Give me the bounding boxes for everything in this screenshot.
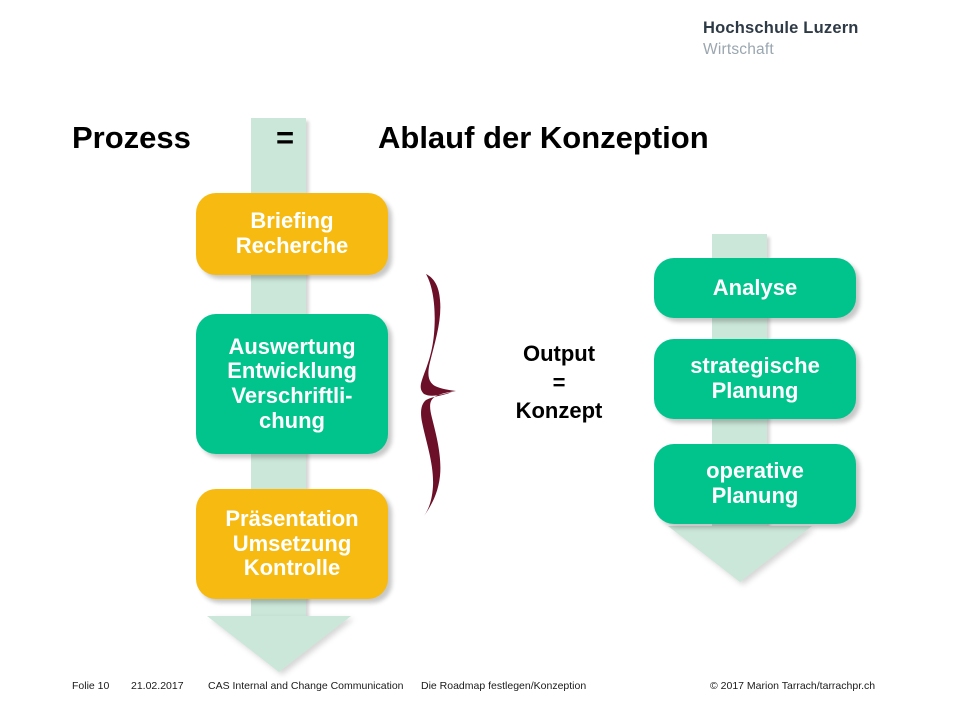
title-phrase-ablauf: Ablauf der Konzeption — [378, 120, 709, 155]
output-line-2: = — [552, 369, 566, 395]
footer-copyright: © 2017 Marion Tarrach/tarrachpr.ch — [710, 680, 876, 692]
page-title: Prozess = Ablauf der Konzeption — [0, 116, 960, 164]
footer-topic: Die Roadmap festlegen/Konzeption — [421, 680, 587, 692]
output-konzept-label: Output = Konzept — [489, 340, 629, 426]
right-process-arrow-head — [668, 526, 812, 582]
output-line-3: Konzept — [515, 398, 603, 424]
slide-footer: Folie 10 21.02.2017 CAS Internal and Cha… — [0, 680, 960, 700]
logo-secondary-text: Wirtschaft — [703, 40, 774, 58]
footer-date: 21.02.2017 — [131, 680, 184, 692]
footer-course-name: CAS Internal and Change Communication — [208, 680, 404, 692]
curly-brace-icon — [412, 272, 476, 518]
process-box-label: Analyse — [712, 274, 798, 300]
title-equals-sign: = — [276, 120, 295, 155]
logo-hochschule-luzern: Hochschule Luzern Wirtschaft — [703, 20, 859, 57]
logo-primary-text: Hochschule Luzern — [703, 19, 859, 37]
footer-slide-number: Folie 10 — [72, 680, 110, 692]
output-line-1: Output — [522, 341, 596, 366]
left-process-arrow-head — [207, 616, 351, 672]
title-word-prozess: Prozess — [72, 120, 191, 155]
process-box-analyse[interactable]: Analyse — [654, 258, 856, 318]
